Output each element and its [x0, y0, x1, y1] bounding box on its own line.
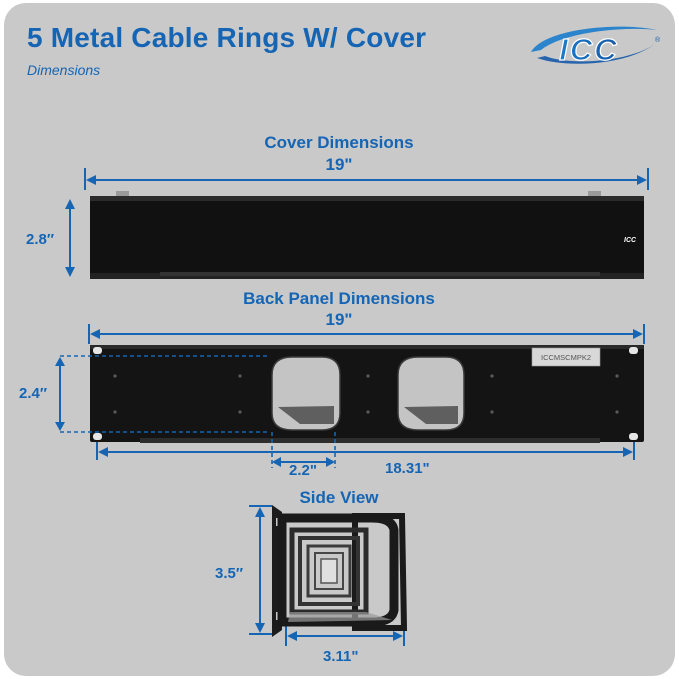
cutout-width-value: 2.2": [289, 462, 317, 479]
cover-badge: ICC: [624, 237, 637, 244]
back-panel-height-guides: [60, 355, 270, 433]
back-panel-width-value: 19": [325, 310, 353, 329]
cover-dimensions-label: Cover Dimensions: [264, 133, 414, 152]
page-title: 5 Metal Cable Rings W/ Cover: [27, 22, 427, 53]
panel-sticker: ICCMSCMPK2: [541, 353, 591, 362]
back-panel-height-value: 2.4″: [19, 385, 48, 402]
cutout-width-arrow: [272, 457, 335, 467]
cable-ring-bracket: [272, 505, 408, 637]
background-card: [4, 3, 675, 676]
page-subtitle: Dimensions: [27, 62, 101, 78]
cover-height-value: 2.8″: [26, 231, 55, 248]
side-view-height-value: 3.5″: [215, 565, 244, 582]
cover-panel: [90, 191, 644, 279]
back-panel: [90, 345, 644, 443]
back-panel-height-arrow: [55, 357, 65, 431]
trademark-symbol: ®: [655, 36, 661, 44]
back-panel-dimensions-label: Back Panel Dimensions: [243, 289, 435, 308]
cover-height-arrow: [65, 199, 75, 277]
side-view-depth-value: 3.11": [323, 648, 359, 665]
inner-width-arrow: [96, 442, 635, 460]
side-view-height-arrow: [249, 505, 272, 635]
side-view-label: Side View: [299, 488, 379, 507]
side-view-depth-arrow: [285, 626, 405, 646]
cover-width-arrow: [84, 168, 649, 190]
inner-width-value: 18.31": [385, 460, 430, 477]
back-panel-width-arrow: [88, 324, 645, 344]
icc-logo: ICC ®: [531, 26, 661, 68]
cover-width-value: 19": [325, 155, 353, 174]
logo-text: ICC: [559, 32, 618, 67]
